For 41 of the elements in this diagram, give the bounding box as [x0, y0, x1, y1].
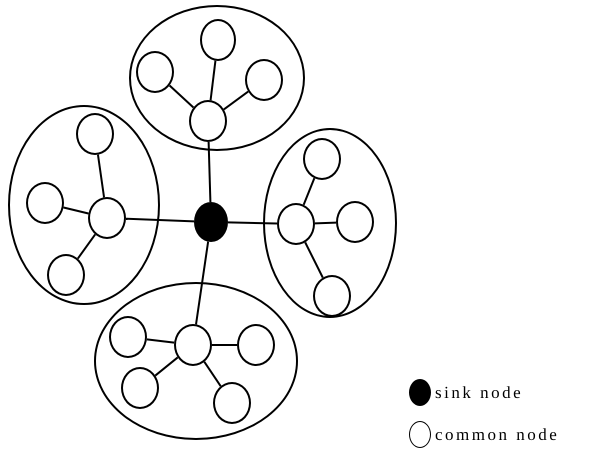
connector-line	[77, 234, 96, 260]
node-circle	[277, 203, 315, 245]
connector-line	[302, 178, 316, 206]
connector-line	[314, 222, 336, 224]
node-circle	[121, 367, 159, 409]
cluster-ellipse	[8, 105, 160, 305]
node-circle	[47, 254, 85, 296]
connector-line	[212, 344, 237, 346]
node-circle	[213, 382, 251, 424]
node-circle	[303, 138, 341, 180]
cluster-ellipse	[94, 282, 298, 440]
connector-line	[63, 206, 89, 214]
cluster-ellipse	[129, 5, 305, 151]
node-circle	[76, 113, 114, 155]
node-circle	[109, 316, 147, 358]
legend-label: common node	[435, 424, 560, 444]
node-circle	[237, 324, 275, 366]
connector-line	[195, 242, 210, 324]
connector-line	[96, 154, 106, 198]
connector-line	[208, 142, 212, 202]
connector-line	[223, 90, 249, 110]
node-circle	[313, 275, 351, 317]
node-circle	[200, 19, 236, 61]
connector-line	[304, 242, 324, 278]
node-circle	[189, 100, 227, 142]
node-circle	[26, 182, 64, 224]
node-circle	[136, 51, 174, 93]
connector-line	[126, 218, 194, 222]
connector-line	[168, 84, 194, 108]
filled-node-circle	[194, 202, 228, 242]
legend-label: sink node	[435, 382, 524, 402]
node-circle	[88, 197, 126, 239]
connector-line	[154, 356, 178, 376]
connector-line	[146, 338, 174, 344]
node-circle	[336, 201, 374, 243]
connector-line	[210, 60, 216, 100]
connector-line	[204, 361, 222, 387]
node-circle	[174, 324, 212, 366]
connector-line	[228, 221, 278, 225]
node-circle	[245, 59, 283, 101]
cluster-ellipse	[263, 128, 397, 318]
